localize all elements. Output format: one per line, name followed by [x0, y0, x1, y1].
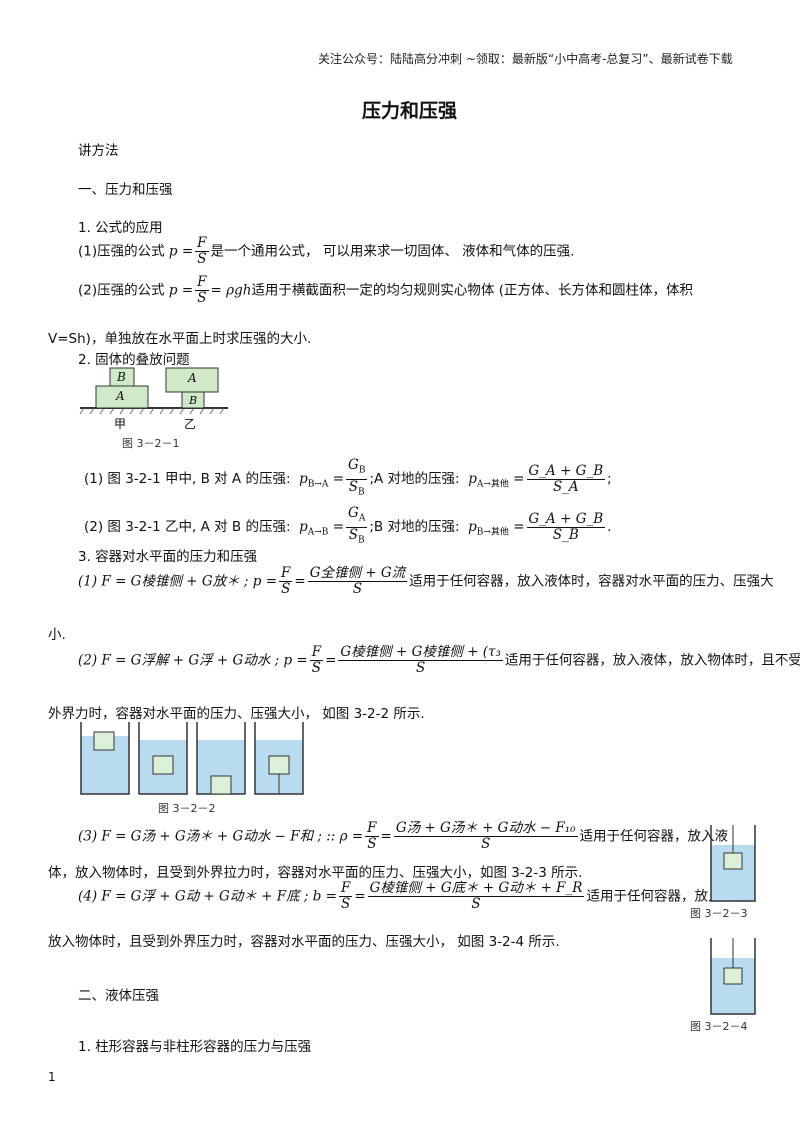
- label-yi: 乙: [184, 417, 197, 431]
- beaker-1: [80, 722, 130, 795]
- yi-block-b: [181, 391, 205, 409]
- label-yi-a: A: [188, 371, 197, 385]
- f2-suffix: 适用于任何容器，放入液体，放入物体时，且不受: [504, 652, 800, 669]
- p2-continuation: V=Sh)，单独放在水平面上时求压强的大小.: [48, 331, 312, 347]
- p2-den: S: [197, 290, 207, 306]
- f1-suffix: 适用于任何容器，放入液体时，容器对水平面的压力、压强大: [409, 573, 774, 590]
- f2-lhs: (2) F = G浮解 + G浮 + G动水 ; p =: [78, 652, 308, 669]
- f2-continuation: 外界力时，容器对水平面的压力、压强大小， 如图 3-2-2 所示.: [48, 706, 425, 722]
- f1-lhs: (1) F = G棱锥侧 + G放＊ ; p =: [78, 573, 278, 590]
- subheading-1-1: 1. 公式的应用: [78, 220, 163, 236]
- jia-block-b: [109, 367, 135, 387]
- page-title: 压力和压强: [362, 100, 458, 122]
- q2-lhs: pA→B =: [299, 519, 345, 538]
- label-jia: 甲: [114, 417, 127, 431]
- figure-3-2-3: [710, 825, 756, 902]
- q2-prefix: (2) 图 3-2-1 乙中, A 对 B 的压强:: [84, 519, 291, 536]
- section-heading-2: 二、液体压强: [78, 988, 159, 1004]
- beaker-3: [196, 722, 246, 795]
- section-heading-1: 一、压力和压强: [78, 182, 173, 198]
- q1-prefix: (1) 图 3-2-1 甲中, B 对 A 的压强:: [84, 471, 291, 488]
- subheading-1-3: 3. 容器对水平面的压力和压强: [78, 549, 258, 565]
- subheading-2-1: 1. 柱形容器与非柱形容器的压力与压强: [78, 1039, 312, 1055]
- label-yi-b: B: [189, 394, 198, 407]
- subheading-1-2: 2. 固体的叠放问题: [78, 352, 190, 368]
- f1-continuation: 小.: [48, 627, 66, 643]
- label-jia-a: A: [116, 389, 125, 403]
- header-note: 关注公众号：陆陆高分冲刺 ~领取：最新版“小中高考-总复习”、最新试卷下载: [318, 52, 733, 66]
- caption-3-2-1: 图 3－2－1: [122, 437, 180, 450]
- p2-rhogh: = ρgh: [210, 282, 252, 299]
- f4-continuation: 放入物体时，且受到外界压力时，容器对水平面的压力、压强大小， 如图 3-2-4 …: [48, 934, 560, 950]
- caption-3-2-2: 图 3－2－2: [158, 802, 216, 815]
- figure-3-2-1: [79, 367, 228, 415]
- p1-den: S: [197, 251, 207, 267]
- p2-suffix: 适用于横截面积一定的均匀规则实心物体 (正方体、长方体和圆柱体，体积: [251, 282, 693, 299]
- section-label-method: 讲方法: [78, 143, 119, 159]
- f3-suffix: 适用于任何容器，放入液: [579, 828, 729, 845]
- q2-mid: B 对地的压强:: [373, 519, 460, 536]
- p1-prefix: (1)压强的公式: [78, 243, 165, 260]
- label-jia-b: B: [117, 370, 126, 384]
- beaker-2: [138, 722, 188, 795]
- f3-lhs: (3) F = G汤 + G汤＊ + G动水 − F和 ; :: ρ =: [78, 828, 364, 845]
- p1-suffix: 是一个通用公式， 可以用来求一切固体、 液体和气体的压强.: [210, 243, 575, 260]
- figure-3-2-2: [80, 722, 304, 795]
- f3-continuation: 体，放入物体时，且受到外界拉力时，容器对水平面的压力、压强大小，如图 3-2-3…: [48, 865, 583, 881]
- caption-3-2-4: 图 3－2－4: [690, 1020, 748, 1033]
- p1-eq: p =: [168, 243, 194, 260]
- caption-3-2-3: 图 3－2－3: [690, 907, 748, 920]
- figure-3-2-4: [710, 938, 756, 1015]
- q1-lhs: pB→A =: [299, 471, 345, 490]
- beaker-4: [254, 722, 304, 795]
- q1-mid: A 对地的压强:: [374, 471, 460, 488]
- q2-rhs: pB→其他 =: [468, 519, 525, 538]
- p2-eq: p =: [168, 282, 194, 299]
- f4-lhs: (4) F = G浮 + G动 + G动＊ + F底 ; b =: [78, 888, 337, 905]
- p2-num: F: [195, 274, 209, 291]
- q1-rhs: pA→其他 =: [468, 471, 525, 490]
- p2-prefix: (2)压强的公式: [78, 282, 165, 299]
- ground-hatch: [79, 407, 225, 415]
- page-number: 1: [48, 1070, 56, 1084]
- p1-num: F: [195, 235, 209, 252]
